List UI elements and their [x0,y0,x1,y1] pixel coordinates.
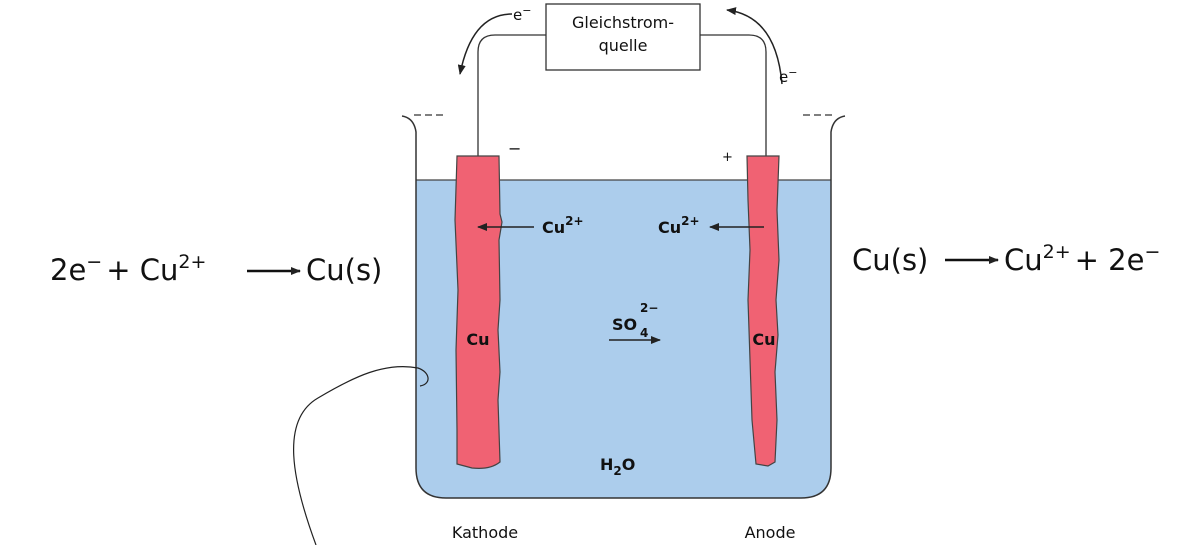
power-source-line2: quelle [599,36,648,55]
electron-flow-arrow-right [726,7,783,85]
anode-sign: + [722,150,733,165]
sulfate-sub: 4 [640,326,648,340]
electron-label-right: e− [779,66,797,86]
cathode-label: Kathode [452,523,518,542]
anode-label: Anode [745,523,796,542]
power-source-box [545,3,701,71]
anode-electrode-label: Cu [752,330,775,349]
sulfate-sup: 2− [640,301,658,315]
cathode-reaction-product: Cu(s) [306,253,382,287]
wire-cathode [477,34,546,156]
anode-reaction-equation: Cu2++ 2e− [1004,241,1160,277]
water-label: H2O [600,455,635,478]
electrolyte [416,180,831,498]
anode-electrode [746,155,780,467]
sulfate-label: SO [612,315,637,334]
beaker [401,115,846,499]
cathode-sign: − [508,139,521,158]
hand-drawn-pointer [293,366,429,545]
cathode-electrode-label: Cu [466,330,489,349]
cathode-electrode [454,155,503,469]
ion-label-right: Cu2+ [658,214,700,237]
power-source-line1: Gleichstrom- [572,13,674,32]
electron-label-left: e− [513,4,531,24]
wire-anode [700,34,767,156]
cathode-reaction-equation: 2e−+ Cu2+ [50,251,206,287]
ion-label-left: Cu2+ [542,214,584,237]
electron-flow-arrow-left [457,13,513,75]
anode-reaction-reactant: Cu(s) [852,243,928,277]
